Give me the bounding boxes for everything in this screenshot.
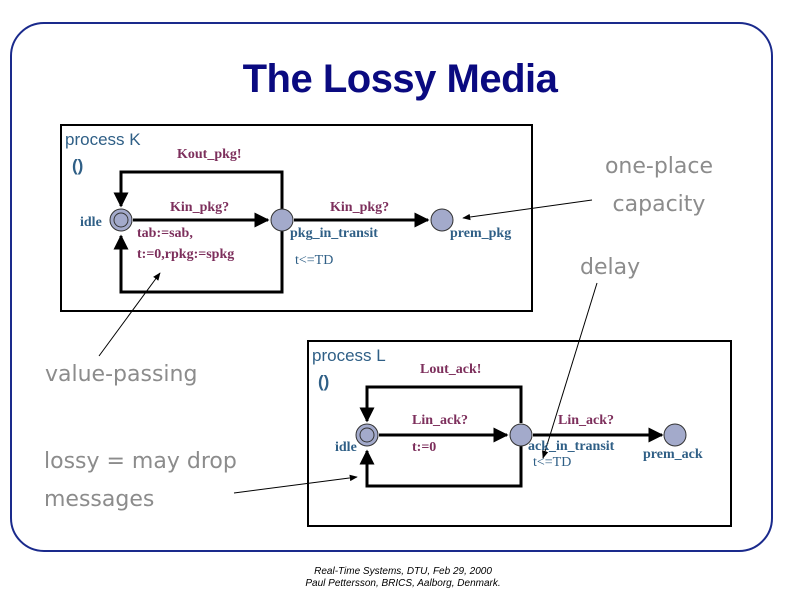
note-one-place-capacity-line1: one-place	[604, 154, 714, 179]
note-one-place-capacity-line2: capacity	[612, 192, 706, 217]
process-l-locations	[355, 423, 687, 447]
note-value-passing: value-passing	[45, 362, 198, 387]
edge-k-transit-to-idle	[113, 170, 284, 209]
note-lossy-line1: lossy = may drop	[44, 449, 237, 474]
location-label-l-prem-ack: prem_ack	[643, 447, 703, 462]
note-lossy: lossy = may drop messages	[44, 443, 237, 519]
location-label-k-prem-pkg: prem_pkg	[450, 226, 512, 241]
note-one-place-capacity: one-place capacity	[600, 148, 718, 224]
edge-label-kout-pkg: Kout_pkg!	[177, 147, 242, 162]
process-l-title: process L	[312, 346, 386, 365]
location-l-ack-in-transit	[509, 423, 533, 447]
arrow-value-passing	[98, 272, 161, 357]
invariant-k-pkg-in-transit: t<=TD	[295, 253, 334, 268]
edge-l-transit-to-idle	[359, 385, 523, 423]
slide-title: The Lossy Media	[242, 57, 558, 101]
edge-label-lin-ack-2: Lin_ack?	[558, 413, 615, 428]
edge-label-lin-ack-1: Lin_ack?	[412, 413, 469, 428]
location-k-prem-pkg	[430, 208, 454, 232]
edge-label-lout-ack: Lout_ack!	[420, 362, 482, 377]
location-l-idle	[355, 423, 379, 447]
edge-assign-k-line1: tab:=sab,	[137, 226, 193, 241]
note-lossy-line2: messages	[44, 487, 155, 512]
location-label-k-pkg-in-transit: pkg_in_transit	[290, 226, 378, 241]
location-k-idle-initial-ring	[113, 212, 129, 228]
edge-label-kin-pkg-1: Kin_pkg?	[170, 200, 230, 215]
process-k-locations	[109, 208, 454, 232]
edge-assign-k-line2: t:=0,rpkg:=spkg	[137, 247, 235, 262]
process-l-params: ()	[318, 372, 330, 391]
edge-k-transit-loop-bottom	[113, 230, 284, 294]
edge-assign-l-line1: t:=0	[412, 440, 437, 455]
process-k-box	[60, 124, 533, 312]
footer-line1: Real-Time Systems, DTU, Feb 29, 2000	[314, 566, 492, 577]
location-label-l-idle: idle	[335, 440, 357, 455]
process-k-edges	[113, 170, 430, 294]
arrow-delay	[542, 282, 598, 459]
location-label-k-idle: idle	[80, 215, 102, 230]
location-k-idle	[109, 208, 133, 232]
slide-frame	[10, 22, 773, 552]
annotation-arrows	[98, 199, 598, 494]
note-delay: delay	[580, 255, 641, 280]
process-k-params: ()	[72, 156, 84, 175]
invariant-l-ack-in-transit: t<=TD	[533, 455, 572, 470]
process-l-edges	[359, 385, 664, 488]
location-label-l-ack-in-transit: ack_in_transit	[528, 439, 615, 454]
arrow-lossy	[233, 474, 358, 494]
edge-l-transit-loop-bottom	[359, 446, 523, 488]
process-k-title: process K	[65, 130, 141, 149]
edge-label-kin-pkg-2: Kin_pkg?	[330, 200, 390, 215]
footer-line2: Paul Pettersson, BRICS, Aalborg, Denmark…	[305, 578, 501, 589]
slide-footer: Real-Time Systems, DTU, Feb 29, 2000 Pau…	[0, 566, 800, 590]
location-l-prem-ack	[663, 423, 687, 447]
arrow-one-place-capacity	[462, 199, 593, 221]
location-k-pkg-in-transit	[270, 208, 294, 232]
location-l-idle-initial-ring	[359, 427, 375, 443]
